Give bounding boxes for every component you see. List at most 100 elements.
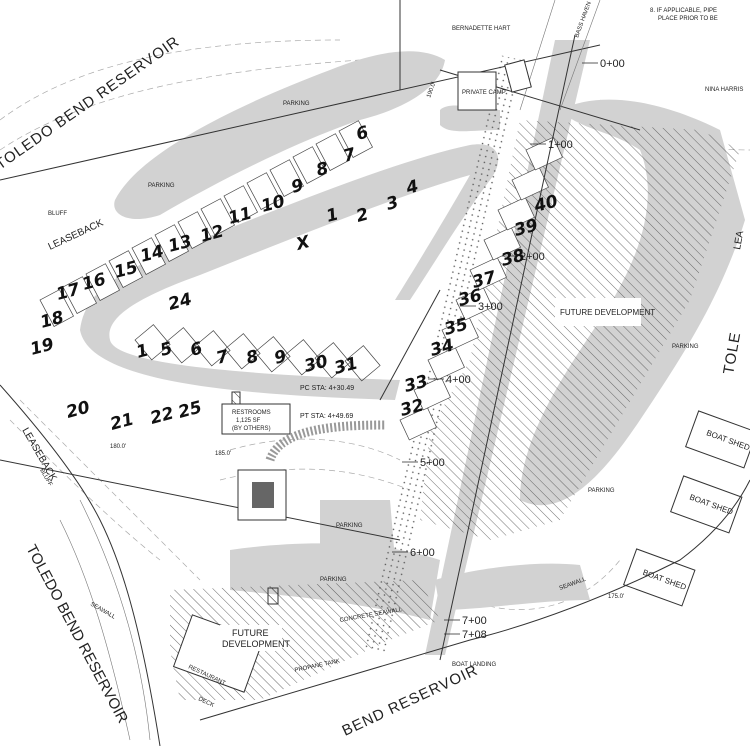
lot-outline bbox=[469, 256, 507, 291]
lot-outline bbox=[194, 330, 231, 367]
reservoir-label-s: BEND RESERVOIR bbox=[340, 662, 481, 740]
lot-outline bbox=[413, 376, 451, 411]
reservoir-label-sw: TOLEDO BEND RESERVOIR bbox=[22, 542, 131, 726]
future-dev-label-1: FUTURE DEVELOPMENT bbox=[560, 308, 655, 317]
lot-outline bbox=[455, 286, 493, 321]
contour-180-label: 180.0' bbox=[110, 444, 126, 450]
lot-number: 8 bbox=[314, 158, 331, 180]
lot-outline bbox=[314, 342, 351, 379]
restroom-building-2 bbox=[267, 587, 279, 605]
pavilion-core bbox=[252, 482, 274, 508]
private-camp-building bbox=[457, 71, 497, 111]
lot-outline bbox=[399, 406, 437, 441]
owner-nina-harris: NINA HARRIS bbox=[705, 87, 743, 93]
contour-175-label: 175.0' bbox=[608, 594, 624, 600]
station-label: 6+00 bbox=[410, 547, 435, 559]
shoreline-west bbox=[0, 384, 161, 746]
station-label: 5+00 bbox=[420, 457, 445, 469]
lot-number: 22 bbox=[148, 403, 176, 428]
lot-outline bbox=[254, 336, 291, 373]
lot-outline bbox=[62, 276, 97, 314]
lot-outline bbox=[315, 133, 350, 171]
contour-190-label: 190.0' bbox=[426, 81, 437, 98]
parking-label-5: PARKING bbox=[336, 523, 363, 529]
lot-number: 31 bbox=[332, 353, 360, 378]
lot-outline bbox=[134, 324, 171, 361]
lot-number: 6 bbox=[354, 122, 371, 144]
restrooms-label-2: 1,125 SF bbox=[236, 418, 261, 424]
lot-number: 9 bbox=[289, 175, 306, 197]
station-label: 0+00 bbox=[600, 58, 625, 70]
lot-number: 6 bbox=[188, 338, 205, 360]
lot-number: 1 bbox=[324, 204, 341, 226]
boat-landing-label: BOAT LANDING bbox=[452, 662, 496, 668]
lot-outline bbox=[246, 172, 281, 210]
lot-outline bbox=[39, 289, 74, 327]
future-dev-label-bg bbox=[555, 298, 641, 326]
station-label: 4+00 bbox=[446, 374, 471, 386]
lot-number: X bbox=[293, 232, 313, 255]
lot-outline bbox=[154, 224, 189, 262]
note-line-1: 8. IF APPLICABLE, PIPE bbox=[650, 8, 717, 14]
lot-outline bbox=[164, 327, 201, 364]
lot-number: 24 bbox=[166, 289, 194, 314]
lot-number: 20 bbox=[64, 397, 92, 422]
leaseback-label-1: LEASEBACK bbox=[47, 217, 106, 252]
seawall-label-1: SEAWALL bbox=[89, 602, 117, 621]
future-dev-label-2b: DEVELOPMENT bbox=[222, 639, 291, 649]
lot-outline bbox=[131, 237, 166, 275]
leaseback-label-3: LEA bbox=[732, 230, 746, 251]
boat-shed-1 bbox=[685, 410, 750, 469]
station-label: 7+00 bbox=[462, 615, 487, 627]
station-label: 3+00 bbox=[478, 301, 503, 313]
lot-number: 9 bbox=[272, 346, 289, 368]
lot-outline bbox=[344, 345, 381, 382]
stations: 0+001+002+003+004+005+006+007+007+08 bbox=[392, 58, 625, 641]
restrooms-label-1: RESTROOMS bbox=[232, 410, 271, 416]
lot-outline bbox=[223, 185, 258, 223]
lot-number: 21 bbox=[108, 409, 136, 434]
lot-outline bbox=[427, 346, 465, 381]
lot-number: 30 bbox=[302, 351, 330, 376]
pt-sta-label: PT STA: 4+49.69 bbox=[300, 413, 353, 420]
gravel-path bbox=[265, 420, 386, 462]
lot-outline bbox=[483, 226, 521, 261]
lot-outline bbox=[177, 211, 212, 249]
lot-outline bbox=[284, 339, 321, 376]
house-structure bbox=[504, 59, 532, 93]
lot-number: 7 bbox=[341, 144, 358, 166]
note-line-2: PLACE PRIOR TO BE bbox=[658, 16, 718, 22]
lot-outline bbox=[269, 159, 304, 197]
restroom-building bbox=[231, 391, 241, 405]
owner-bernadette-hart: BERNADETTE HART bbox=[452, 26, 511, 32]
station-label: 1+00 bbox=[548, 139, 573, 151]
lot-number: 25 bbox=[176, 397, 204, 422]
restrooms-label-3: (BY OTHERS) bbox=[232, 426, 271, 432]
lot-number: 19 bbox=[28, 334, 56, 359]
lot-number: 5 bbox=[158, 338, 175, 360]
lot-outline bbox=[200, 198, 235, 236]
lot-outline bbox=[441, 316, 479, 351]
lot-outline bbox=[108, 250, 143, 288]
road-name: BASS HAVEN bbox=[574, 1, 593, 39]
leaseback-label-2: LEASEBACK bbox=[19, 426, 58, 483]
future-dev-label-2a: FUTURE bbox=[232, 628, 269, 638]
private-camp-label: PRIVATE CAMP bbox=[462, 90, 506, 96]
lot-number: 8 bbox=[244, 346, 261, 368]
lot-outline bbox=[292, 146, 327, 184]
station-label: 2+00 bbox=[520, 251, 545, 263]
parking-label-6: PARKING bbox=[320, 577, 347, 583]
parking-label-1: PARKING bbox=[283, 101, 310, 107]
parking-label-4: PARKING bbox=[588, 488, 615, 494]
contour-185-label: 185.0' bbox=[215, 451, 231, 457]
future-dev-label-2-bg bbox=[220, 625, 282, 651]
lot-outline bbox=[85, 263, 120, 301]
lot-number: 1 bbox=[134, 340, 151, 362]
parking-label-3: PARKING bbox=[672, 344, 699, 350]
shoreline-south bbox=[199, 479, 750, 721]
lot-outline bbox=[224, 333, 261, 370]
lot-outline bbox=[338, 120, 373, 158]
